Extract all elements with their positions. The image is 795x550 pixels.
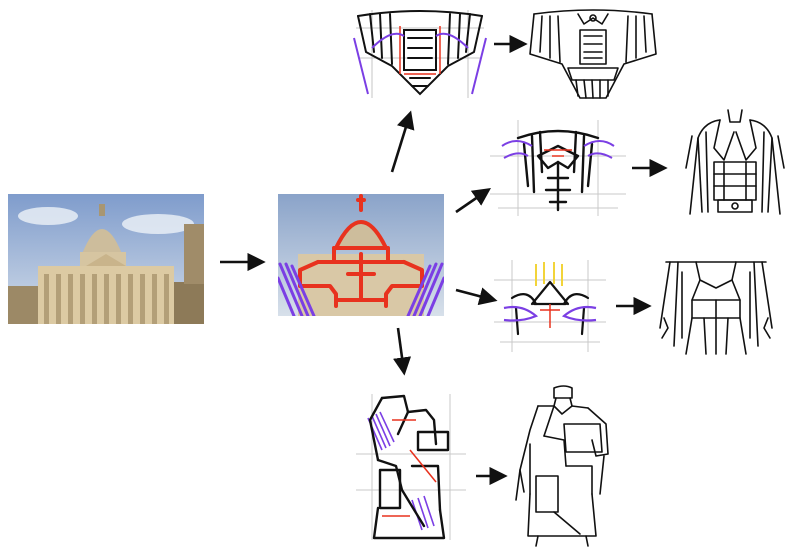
arrow-sketch-to-jacket-branch bbox=[455, 187, 491, 214]
arrow-sketch-to-dress-branch bbox=[393, 327, 412, 376]
sketch-overlay-photo bbox=[278, 194, 444, 316]
cape-top-drawing bbox=[526, 8, 660, 102]
jacket-drawing bbox=[684, 108, 786, 218]
arrow-sketch-to-top-branch bbox=[390, 110, 415, 173]
dress-sketch bbox=[352, 390, 470, 546]
arrow-sketch-to-coat-branch bbox=[455, 287, 498, 306]
coat-drawing bbox=[656, 258, 776, 358]
coat-sketch bbox=[492, 258, 608, 354]
dress-drawing bbox=[508, 384, 616, 548]
cape-top-sketch bbox=[352, 8, 488, 100]
jacket-sketch bbox=[488, 116, 628, 220]
source-photo bbox=[8, 194, 204, 324]
